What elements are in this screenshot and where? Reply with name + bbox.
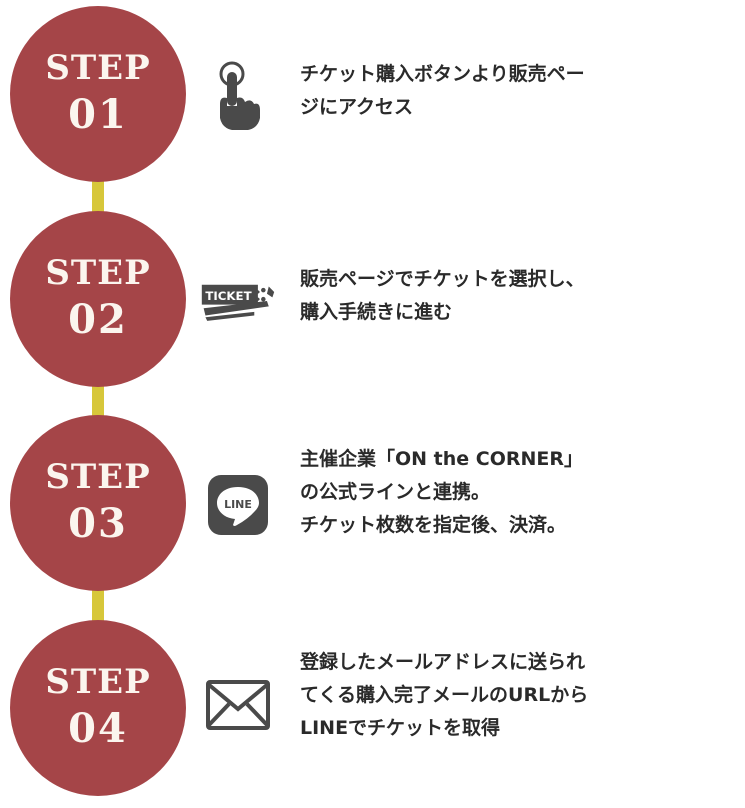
step-connector bbox=[92, 380, 104, 425]
step-description: チケット購入ボタンより販売ペー ジにアクセス bbox=[300, 58, 730, 124]
step-number: 02 bbox=[68, 296, 128, 343]
step-connector bbox=[92, 585, 104, 630]
step-02: STEP 02 TICKET 販売ページでチケットを選択し、 購入手続きに進む bbox=[0, 211, 745, 391]
description-line: 購入手続きに進む bbox=[300, 301, 453, 323]
description-line: チケット購入ボタンより販売ペー bbox=[300, 63, 585, 85]
step-label: STEP bbox=[45, 253, 151, 293]
step-description: 主催企業「ON the CORNER」 の公式ラインと連携。 チケット枚数を指定… bbox=[300, 443, 730, 542]
step-label: STEP bbox=[45, 48, 151, 88]
description-line: LINEでチケットを取得 bbox=[300, 717, 501, 739]
step-label: STEP bbox=[45, 662, 151, 702]
step-number: 04 bbox=[68, 705, 128, 752]
step-label: STEP bbox=[45, 457, 151, 497]
step-description: 登録したメールアドレスに送られ てくる購入完了メールのURLから LINEでチケ… bbox=[300, 646, 730, 745]
step-03: STEP 03 LINE 主催企業「ON the CORNER」 の公式ラインと… bbox=[0, 415, 745, 595]
description-line: 登録したメールアドレスに送られ bbox=[300, 651, 586, 673]
step-badge: STEP 04 bbox=[10, 620, 186, 796]
step-badge: STEP 01 bbox=[10, 6, 186, 182]
description-line: 主催企業「ON the CORNER」 bbox=[300, 448, 584, 470]
description-line: の公式ラインと連携。 bbox=[300, 481, 491, 503]
step-number: 01 bbox=[68, 91, 128, 138]
description-line: 販売ページでチケットを選択し、 bbox=[300, 268, 585, 290]
step-04: STEP 04 登録したメールアドレスに送られ てくる購入完了メールのURLから… bbox=[0, 620, 745, 800]
line-icon-text: LINE bbox=[224, 498, 252, 511]
description-line: チケット枚数を指定後、決済。 bbox=[300, 514, 567, 536]
step-badge: STEP 02 bbox=[10, 211, 186, 387]
hand-pointer-icon bbox=[200, 61, 276, 131]
step-connector bbox=[92, 170, 104, 220]
step-01: STEP 01 チケット購入ボタンより販売ペー ジにアクセス bbox=[0, 6, 745, 186]
ticket-icon-text: TICKET bbox=[205, 289, 251, 303]
description-line: ジにアクセス bbox=[300, 96, 414, 118]
mail-icon bbox=[200, 670, 276, 740]
step-description: 販売ページでチケットを選択し、 購入手続きに進む bbox=[300, 263, 730, 329]
ticket-icon: TICKET bbox=[200, 266, 276, 336]
line-app-icon: LINE bbox=[200, 470, 276, 540]
description-line: てくる購入完了メールのURLから bbox=[300, 684, 589, 706]
step-number: 03 bbox=[68, 500, 128, 547]
step-badge: STEP 03 bbox=[10, 415, 186, 591]
